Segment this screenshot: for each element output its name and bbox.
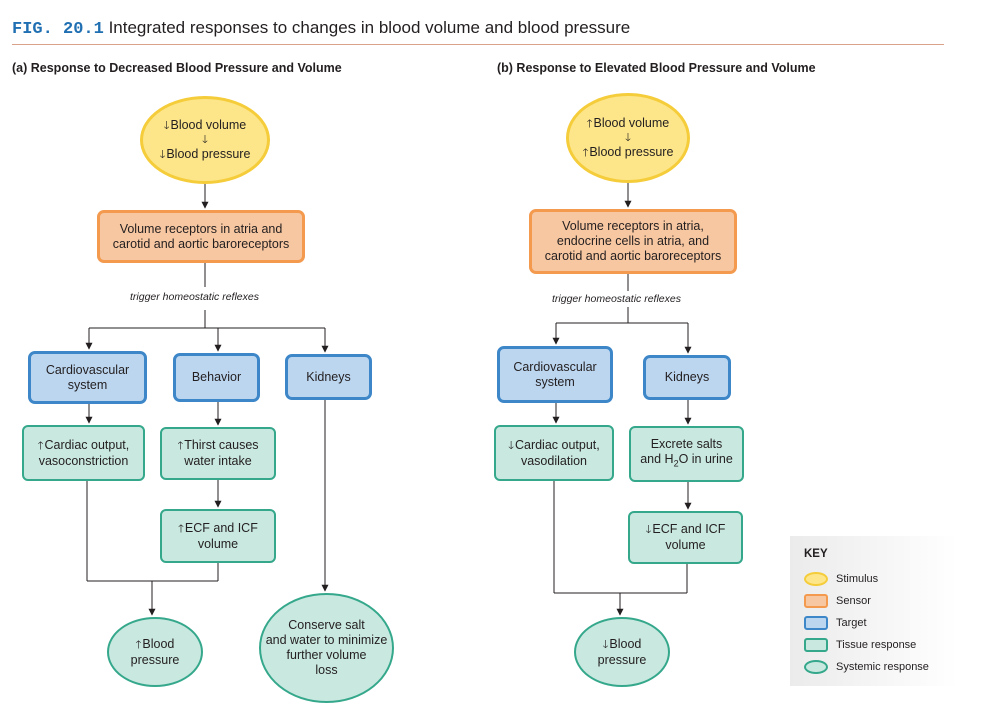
b-sensor-volume-receptors: Volume receptors in atria, endocrine cel… <box>529 209 737 274</box>
a-target-kidneys: Kidneys <box>285 354 372 400</box>
panel-a-title: (a) Response to Decreased Blood Pressure… <box>12 61 342 75</box>
a-kidneys-label: Kidneys <box>306 369 351 384</box>
b-kidneys-label: Kidneys <box>664 370 710 384</box>
a-stimulus-line1: Blood volume <box>170 117 247 132</box>
legend-key: KEY Stimulus Sensor Target Tissue respon… <box>790 536 987 686</box>
a-conserve-line2: and water to minimize <box>265 633 388 647</box>
a-target-cardiovascular-system: Cardiovascular system <box>28 351 147 404</box>
a-cardio-line2: system <box>67 377 108 392</box>
down-arrow-icon: 🡓 <box>625 131 631 144</box>
b-systemic-blood-pressure: 🡓Blood pressure <box>574 617 670 687</box>
b-trigger-note: trigger homeostatic reflexes <box>552 293 681 305</box>
a-behavior-label: Behavior <box>191 370 242 384</box>
key-stimulus-label: Stimulus <box>836 573 879 585</box>
sensor-swatch <box>804 594 828 608</box>
target-swatch <box>804 616 828 630</box>
a-cardiac-line2: vasoconstriction <box>38 453 129 468</box>
a-tissue-ecf-icf-volume: 🡑ECF and ICF volume <box>160 509 276 563</box>
a-conserve-line4: loss <box>315 663 338 677</box>
panel-b-title: (b) Response to Elevated Blood Pressure … <box>497 61 816 75</box>
a-thirst-line1: Thirst causes <box>184 438 259 452</box>
up-arrow-icon: 🡑 <box>177 440 184 452</box>
key-systemic-label: Systemic response <box>836 661 929 673</box>
b-target-kidneys: Kidneys <box>643 355 731 400</box>
b-excrete-line2-post: O in urine <box>678 451 733 466</box>
b-tissue-excrete-salts: Excrete salts and H2O in urine <box>629 426 744 482</box>
b-cardiac-line1: Cardiac output, <box>514 437 600 452</box>
b-cardio-line1: Cardiovascular <box>513 359 597 374</box>
title-divider <box>12 44 944 45</box>
a-bp-line2: pressure <box>130 652 180 667</box>
a-stimulus-blood-volume-pressure: 🡓Blood volume 🡓 🡓Blood pressure <box>140 96 270 184</box>
a-systemic-conserve-salt-water: Conserve salt and water to minimize furt… <box>259 593 394 703</box>
b-sensor-line1: Volume receptors in atria, <box>562 219 704 233</box>
a-stimulus-line2: Blood pressure <box>166 146 251 161</box>
key-sensor-label: Sensor <box>836 595 871 607</box>
a-tissue-cardiac-output: 🡑Cardiac output, vasoconstriction <box>22 425 145 481</box>
a-bp-line1: Blood <box>142 636 175 651</box>
b-stimulus-line1: Blood volume <box>593 115 670 130</box>
down-arrow-icon: 🡓 <box>645 524 652 536</box>
a-conserve-line1: Conserve salt <box>288 618 365 632</box>
down-arrow-icon: 🡓 <box>602 638 609 651</box>
a-thirst-line2: water intake <box>184 454 252 468</box>
key-item-sensor: Sensor <box>804 594 871 608</box>
a-tissue-thirst: 🡑Thirst causes water intake <box>160 427 276 480</box>
b-excrete-line1: Excrete salts <box>650 436 723 451</box>
a-cardiac-line1: Cardiac output, <box>44 437 130 452</box>
down-arrow-icon: 🡓 <box>159 148 166 161</box>
a-trigger-note: trigger homeostatic reflexes <box>130 291 259 303</box>
b-excrete-subscript: 2 <box>673 458 679 469</box>
key-tissue-label: Tissue response <box>836 639 917 651</box>
b-cardiac-line2: vasodilation <box>520 453 587 468</box>
key-target-label: Target <box>836 617 867 629</box>
up-arrow-icon: 🡑 <box>586 117 593 130</box>
b-bp-line1: Blood <box>609 636 642 651</box>
figure-label: FIG. 20.1 <box>12 20 104 39</box>
up-arrow-icon: 🡑 <box>178 522 184 535</box>
key-item-tissue-response: Tissue response <box>804 638 916 652</box>
b-excrete-line2-pre: and H <box>640 451 674 466</box>
systemic-response-swatch <box>804 660 828 674</box>
b-ecf-line1: ECF and ICF <box>652 522 726 536</box>
b-stimulus-line2: Blood pressure <box>589 144 674 159</box>
a-ecf-line2: volume <box>197 536 239 551</box>
a-ecf-line1: ECF and ICF <box>184 520 258 535</box>
key-title: KEY <box>804 548 828 560</box>
up-arrow-icon: 🡑 <box>135 638 142 651</box>
b-stimulus-blood-volume-pressure: 🡑Blood volume 🡓 🡑Blood pressure <box>566 93 690 183</box>
b-ecf-line2: volume <box>665 538 706 552</box>
b-tissue-ecf-icf-volume: 🡓ECF and ICF volume <box>628 511 743 564</box>
figure-title: FIG. 20.1 Integrated responses to change… <box>12 18 630 39</box>
b-tissue-cardiac-output: 🡓Cardiac output, vasodilation <box>494 425 614 481</box>
up-arrow-icon: 🡑 <box>582 146 589 159</box>
figure-caption: Integrated responses to changes in blood… <box>108 18 631 37</box>
down-arrow-icon: 🡓 <box>163 119 170 132</box>
tissue-response-swatch <box>804 638 828 652</box>
down-arrow-icon: 🡓 <box>508 439 514 452</box>
a-sensor-line1: Volume receptors in atria and <box>119 221 283 236</box>
stimulus-swatch <box>804 572 828 586</box>
b-sensor-line2: endocrine cells in atria, and <box>556 234 710 248</box>
a-systemic-blood-pressure: 🡑Blood pressure <box>107 617 203 687</box>
b-sensor-line3: carotid and aortic baroreceptors <box>544 249 722 263</box>
a-sensor-volume-receptors: Volume receptors in atria and carotid an… <box>97 210 305 263</box>
b-target-cardiovascular-system: Cardiovascular system <box>497 346 613 403</box>
a-cardio-line1: Cardiovascular <box>45 362 130 377</box>
a-sensor-line2: carotid and aortic baroreceptors <box>112 236 290 251</box>
up-arrow-icon: 🡑 <box>37 439 44 452</box>
a-conserve-line3: further volume <box>286 648 367 662</box>
down-arrow-icon: 🡓 <box>202 133 208 146</box>
key-item-stimulus: Stimulus <box>804 572 878 586</box>
key-item-systemic-response: Systemic response <box>804 660 929 674</box>
b-bp-line2: pressure <box>597 652 647 667</box>
a-target-behavior: Behavior <box>173 353 260 402</box>
key-item-target: Target <box>804 616 867 630</box>
b-cardio-line2: system <box>535 374 575 389</box>
